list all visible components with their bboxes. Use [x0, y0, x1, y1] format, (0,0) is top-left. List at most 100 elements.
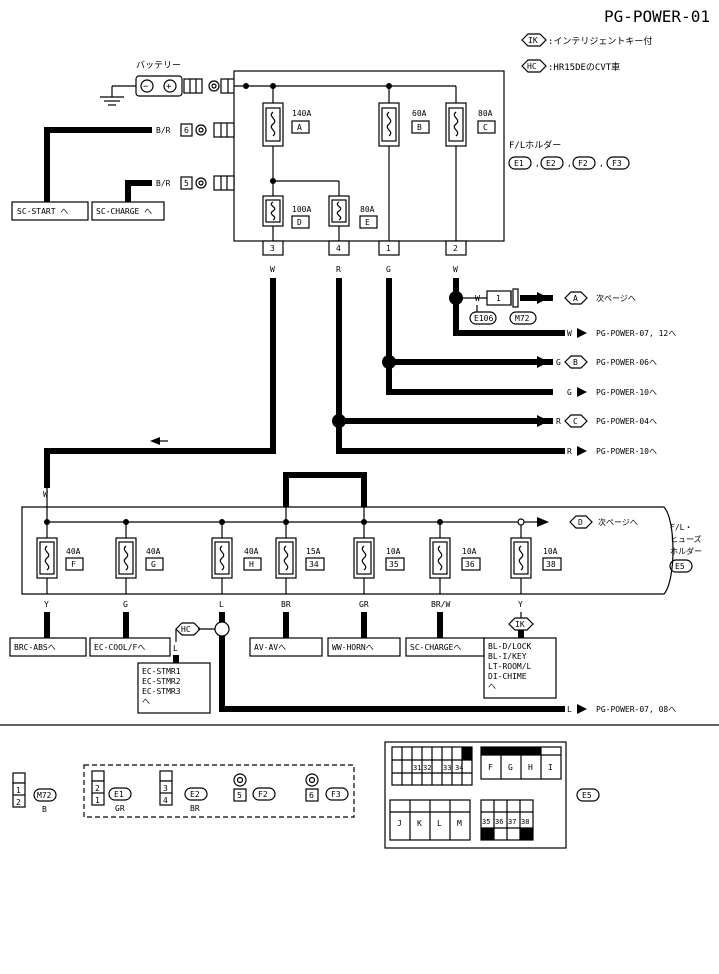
fuse-f-amp: 40A	[66, 547, 81, 556]
e5-pin-36: 36	[495, 818, 503, 826]
joint-wire-in: W	[475, 294, 480, 303]
fuse-34-amp: 15A	[306, 547, 321, 556]
joint-conn-e106: E106	[474, 314, 493, 323]
f3-name: F3	[331, 790, 341, 799]
pin-3: 3	[270, 244, 275, 253]
dashed-group	[83, 764, 355, 818]
terminal-6-pin: 6	[184, 126, 189, 135]
pin-2: 2	[453, 244, 458, 253]
out-b-dest: PG-POWER-06へ	[596, 358, 657, 367]
fuse-c-amp: 80A	[478, 109, 493, 118]
fuse-a-id: A	[297, 123, 302, 132]
e5-pin-k: K	[417, 819, 422, 828]
out-c-badge: C	[573, 417, 578, 426]
fuse-f: 40A F	[36, 522, 84, 594]
e5-pin-h: H	[528, 763, 533, 772]
out-c-dest: PG-POWER-04へ	[596, 417, 657, 426]
legend-text-hc: :HR15DEのCVT車	[548, 61, 620, 73]
m72-name: M72	[37, 791, 52, 800]
terminal-5-pin: 5	[184, 179, 189, 188]
pin-1: 1	[386, 244, 391, 253]
fuse-b-id: B	[417, 123, 422, 132]
dest-av-av: AV-AVへ	[254, 643, 286, 652]
sc-charge-box	[91, 201, 165, 221]
battery-minus-icon	[140, 79, 154, 93]
wire-h: L	[219, 600, 224, 609]
m72-color: B	[42, 805, 47, 814]
e5-pin-31: 31	[413, 764, 421, 772]
out-c-wire: R	[556, 417, 561, 426]
wire-runs	[44, 278, 565, 488]
fuse-34: 15A 34	[275, 522, 325, 594]
fuse-e: 80A E	[328, 195, 378, 229]
lower-holder-box	[21, 506, 674, 595]
ik-dest-1: BL-D/LOCK	[488, 642, 532, 651]
fuse-35: 10A 35	[353, 522, 405, 594]
e5-pin-m: M	[457, 819, 462, 828]
e5-pin-34: 34	[455, 764, 463, 772]
next-d-dest: 次ページへ	[598, 517, 638, 527]
joint-conn-m72: M72	[515, 314, 530, 323]
svg-text:,: ,	[567, 159, 572, 168]
fuse-g: 40A G	[115, 522, 164, 594]
e5-name: E5	[582, 791, 592, 800]
out-g-dest: PG-POWER-10へ	[596, 388, 657, 397]
e5-block-fghi: F G H I	[480, 746, 562, 780]
lower-bus: D 次ページへ	[44, 515, 638, 529]
lower-holder-conn: E5	[675, 562, 685, 571]
joint-pin: 1	[496, 294, 501, 303]
fl-conn-f3: F3	[612, 159, 622, 168]
battery-plus-sign: +	[166, 82, 172, 92]
wire-label-g1: G	[386, 265, 391, 274]
hc-branch-wire: L	[173, 644, 178, 653]
terminal-5-wire: B/R	[156, 179, 171, 188]
ik-branch-badge: IK	[515, 620, 525, 629]
fuse-35-amp: 10A	[386, 547, 401, 556]
e5-pin-l: L	[437, 819, 442, 828]
ik-badge-shape	[521, 33, 547, 47]
e1-pin2: 2	[95, 784, 100, 793]
svg-text:,: ,	[535, 159, 540, 168]
out-w-dest: PG-POWER-07, 12へ	[596, 329, 676, 338]
bottom-wires: Y G L BR GR BR/W Y BRC-ABSへ EC-COOL/Fへ A…	[9, 600, 676, 714]
wire-38: Y	[518, 600, 523, 609]
wire-34: BR	[281, 600, 291, 609]
wire-f: Y	[44, 600, 49, 609]
fuse-d-id: D	[297, 218, 302, 227]
fl-holder-label: F/Lホルダー	[509, 139, 561, 151]
sc-charge-label-top: SC-CHARGE へ	[96, 207, 152, 216]
lower-in-r1: R	[283, 490, 288, 499]
lower-holder-label3: ホルダー	[670, 546, 702, 556]
terminal-sc-charge: B/R 5 SC-CHARGE へ	[91, 175, 235, 221]
e5-pin-32: 32	[423, 764, 431, 772]
e2-pin3: 3	[163, 784, 168, 793]
e5-pin-i: I	[548, 763, 553, 772]
fuse-36: 10A 36	[429, 522, 481, 594]
wire-label-w1: W	[270, 265, 275, 274]
e5-pin-35: 35	[482, 818, 490, 826]
wire-label-w2: W	[453, 265, 458, 274]
sc-start-box	[11, 201, 89, 221]
ik-dest-3: LT-ROOM/L	[488, 662, 532, 671]
out-r-dest: PG-POWER-10へ	[596, 447, 657, 456]
hc-badge-shape-2	[175, 622, 201, 636]
m72-pin1: 1	[16, 786, 21, 795]
lower-holder-label2: ヒューズ	[670, 534, 702, 544]
fuse-g-amp: 40A	[146, 547, 161, 556]
l-out-wire: L	[567, 705, 572, 714]
f3-pin: 6	[309, 791, 314, 800]
fuse-38-amp: 10A	[543, 547, 558, 556]
wire-label-r1: R	[336, 265, 341, 274]
lower-inputs: W R R	[43, 472, 367, 522]
legend: IK :インテリジェントキー付 HC :HR15DEのCVT車	[521, 33, 652, 73]
e1-pin1: 1	[95, 796, 100, 805]
out-r-wire: R	[567, 447, 572, 456]
dest-sc-charge: SC-CHARGEへ	[410, 643, 461, 652]
e5-pin-f: F	[488, 763, 493, 772]
fuse-e-amp: 80A	[360, 205, 375, 214]
battery: バッテリー − +	[100, 60, 236, 106]
fuse-f-id: F	[71, 560, 76, 569]
e5-block-31-34: 31 32 33 34	[391, 746, 473, 786]
wire-36: BR/W	[431, 600, 450, 609]
